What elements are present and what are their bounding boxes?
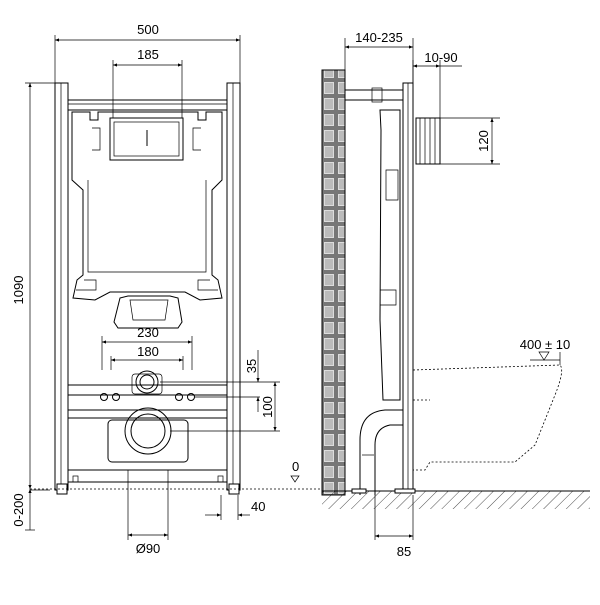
floor-level-label: 0 — [292, 459, 299, 474]
dim-bowl-height: 400 ± 10 — [520, 337, 571, 352]
outlet-pipe — [107, 407, 189, 540]
frame-middle-rail — [67, 384, 228, 396]
dim-depth: 140-235 — [355, 30, 403, 45]
floor-section — [322, 491, 590, 509]
dim-inlet-offset: 35 — [244, 359, 259, 373]
side-view: 140-235 10-90 120 400 ± 10 85 — [321, 30, 590, 559]
frame-right-post — [226, 82, 241, 491]
dim-stud-spacing: 230 — [137, 325, 159, 340]
dim-drain-spacing: 180 — [137, 344, 159, 359]
bowl-height-marker — [538, 351, 550, 361]
inlet-connection — [131, 370, 163, 395]
dim-wall-offset: 10-90 — [424, 50, 457, 65]
frame-bottom-rail — [67, 469, 228, 483]
brick-wall — [321, 69, 346, 496]
dim-base-depth: 85 — [397, 544, 411, 559]
frame-top-rail — [67, 99, 228, 111]
mounting-studs — [100, 393, 195, 401]
dim-foot-offset: 40 — [251, 499, 265, 514]
floor-level-marker — [290, 475, 300, 483]
cistern — [71, 111, 223, 329]
dim-width-total: 500 — [137, 22, 159, 37]
dim-inlet-height: 120 — [476, 130, 491, 152]
dim-floor-adjust: 0-200 — [11, 493, 26, 526]
flush-plate-connector — [415, 117, 441, 165]
toilet-bowl-outline — [412, 364, 563, 471]
dim-outlet-height: 100 — [260, 396, 275, 418]
frame-left-post — [54, 82, 69, 491]
front-view: 500 185 1090 230 180 35 100 0-200 Ø90 40… — [11, 22, 330, 556]
dim-flush-plate: 185 — [137, 47, 159, 62]
dim-outlet-diameter: Ø90 — [136, 541, 161, 556]
dim-height: 1090 — [11, 276, 26, 305]
outlet-bend — [359, 409, 403, 495]
